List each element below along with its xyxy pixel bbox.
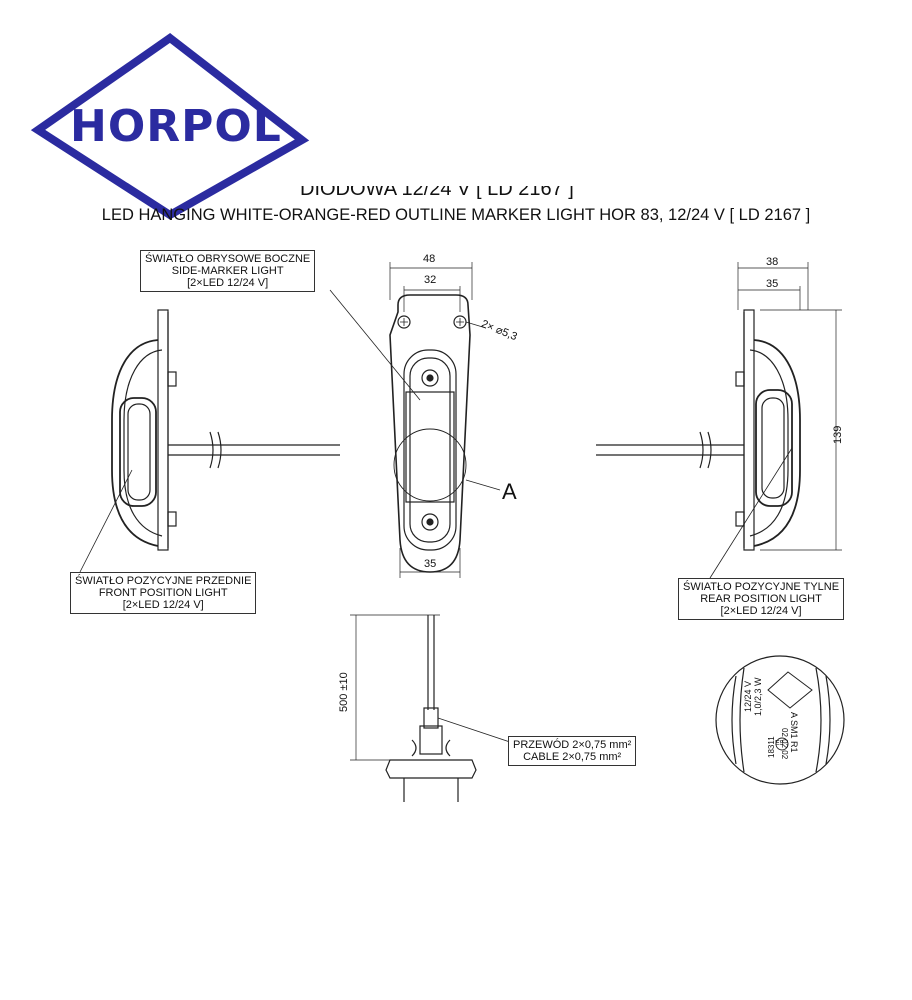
callout-side-marker: ŚWIATŁO OBRYSOWE BOCZNE SIDE-MARKER LIGH… [140,250,316,292]
title-clipped-line: DIODOWA 12/24 V [ LD 2167 ] [300,186,574,200]
callout-cable-line2: CABLE 2×0,75 mm² [523,751,622,763]
callout-rear-position: ŚWIATŁO POZYCYJNE TYLNE REAR POSITION LI… [678,578,845,620]
callout-rear-position-line2: REAR POSITION LIGHT [700,593,822,605]
detail-approval-no: 18311 [767,736,776,758]
callout-front-position-line3: [2×LED 12/24 V] [122,599,204,611]
callout-side-marker-line1: ŚWIATŁO OBRYSOWE BOCZNE [145,253,311,265]
horpol-logo-text: HORPOL [70,101,282,152]
callout-side-marker-line3: [2×LED 12/24 V] [187,277,269,289]
dim-cable-length: 500 ±10 [338,672,350,712]
callout-cable: PRZEWÓD 2×0,75 mm² CABLE 2×0,75 mm² [508,736,637,766]
callout-rear-position-line3: [2×LED 12/24 V] [720,605,802,617]
left-view [79,309,340,573]
detail-a [715,655,845,785]
detail-marker-a: A [502,479,517,504]
callout-cable-line1: PRZEWÓD 2×0,75 mm² [513,739,632,751]
dim-front-bottom-width: 35 [424,558,437,570]
dim-side-width: 38 [766,256,779,268]
cable-view [350,614,511,802]
center-view [329,262,501,578]
right-view [596,262,842,579]
detail-power: 1,0/2,3 W [753,677,763,716]
dim-front-width: 48 [423,253,436,265]
callout-side-marker-line2: SIDE-MARKER LIGHT [171,265,284,277]
dim-front-inner-width: 32 [424,274,437,286]
callout-front-position-line1: ŚWIATŁO POZYCYJNE PRZEDNIE [75,575,252,587]
callout-rear-position-line1: ŚWIATŁO POZYCYJNE TYLNE [683,581,840,593]
dim-side-inner-width: 35 [766,278,779,290]
callout-front-position: ŚWIATŁO POZYCYJNE PRZEDNIE FRONT POSITIO… [70,572,257,614]
dim-height: 139 [832,425,844,444]
callout-front-position-line2: FRONT POSITION LIGHT [98,587,228,599]
page-title: LED HANGING WHITE-ORANGE-RED OUTLINE MAR… [101,206,811,224]
detail-approval: E9 [775,740,784,747]
horpol-logo [30,33,310,220]
